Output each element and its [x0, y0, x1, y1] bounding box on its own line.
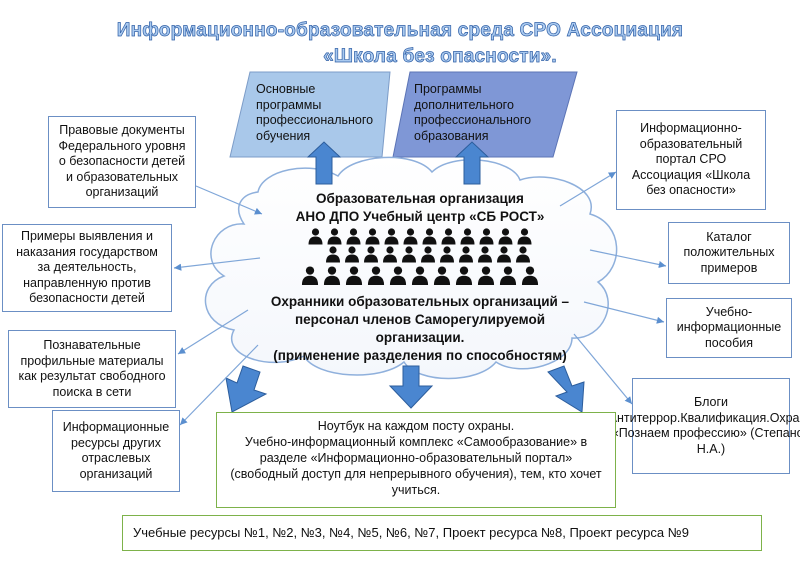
other-resources-label: Информационные ресурсы других отраслевых…	[62, 420, 170, 481]
person-icon	[308, 228, 323, 245]
notebook-box: Ноутбук на каждом посту охраны. Учебно-и…	[216, 412, 616, 508]
additional-programs-label: Программы дополнительного профессиональн…	[414, 82, 532, 143]
person-icon	[498, 228, 513, 245]
blogs-label: Блоги «Антитеррор.Квалификация.Охрана» «…	[601, 395, 800, 456]
other-resources-box: Информационные ресурсы других отраслевых…	[52, 410, 180, 492]
person-icon	[478, 246, 492, 263]
guards-line-1: Охранники образовательных организаций –	[270, 294, 570, 309]
person-icon	[403, 228, 418, 245]
people-icons	[301, 228, 539, 285]
learning-resources-bar: Учебные ресурсы №1, №2, №3, №4, №5, №6, …	[122, 515, 762, 551]
person-icon	[477, 266, 495, 285]
state-examples-label: Примеры выявления и наказания государств…	[16, 229, 158, 306]
legal-documents-box: Правовые документы Федерального уровня о…	[48, 116, 196, 208]
person-icon	[499, 266, 517, 285]
basic-programs-label: Основные программы профессионального обу…	[256, 82, 374, 143]
portal-box: Информационно-образовательный портал СРО…	[616, 110, 766, 210]
portal-label: Информационно-образовательный портал СРО…	[631, 121, 751, 198]
people-group	[250, 228, 590, 290]
notebook-title: Ноутбук на каждом посту охраны.	[317, 419, 515, 433]
person-icon	[346, 228, 361, 245]
guards-line-3: организации.	[375, 330, 465, 345]
person-icon	[455, 266, 473, 285]
person-icon	[367, 266, 385, 285]
profile-materials-box: Познавательные профильные материалы как …	[8, 330, 176, 408]
person-icon	[459, 246, 473, 263]
legal-documents-label: Правовые документы Федерального уровня о…	[58, 123, 186, 200]
person-icon	[301, 266, 319, 285]
additional-programs-shape	[392, 71, 578, 158]
guards-line-2: персонал членов Саморегулируемой	[295, 312, 545, 327]
person-icon	[421, 246, 435, 263]
person-icon	[521, 266, 539, 285]
person-icon	[323, 266, 341, 285]
person-icon	[441, 228, 456, 245]
profile-materials-label: Познавательные профильные материалы как …	[18, 338, 166, 399]
person-icon	[384, 228, 399, 245]
person-icon	[389, 266, 407, 285]
learning-resources-label: Учебные ресурсы №1, №2, №3, №4, №5, №6, …	[133, 525, 689, 540]
arrow-down-icon	[547, 365, 585, 413]
person-icon	[383, 246, 397, 263]
org-name-line-2: АНО ДПО Учебный центр «СБ РОСТ»	[295, 209, 545, 224]
manuals-label: Учебно-информационные пособия	[676, 304, 782, 350]
person-icon	[327, 228, 342, 245]
state-examples-box: Примеры выявления и наказания государств…	[2, 224, 172, 312]
blogs-box: Блоги «Антитеррор.Квалификация.Охрана» «…	[602, 378, 800, 474]
person-icon	[517, 228, 532, 245]
person-icon	[516, 246, 530, 263]
person-icon	[411, 266, 429, 285]
person-icon	[365, 228, 380, 245]
person-icon	[497, 246, 511, 263]
person-icon	[345, 246, 359, 263]
notebook-description: Учебно-информационный комплекс «Самообра…	[230, 435, 602, 497]
person-icon	[326, 246, 340, 263]
person-icon	[460, 228, 475, 245]
catalog-label: Каталог положительных примеров	[683, 229, 775, 275]
arrow-up-icon	[306, 141, 342, 185]
person-icon	[422, 228, 437, 245]
arrow-down-icon	[388, 365, 434, 409]
person-icon	[364, 246, 378, 263]
title-line-1: Информационно-образовательная среда СРО …	[116, 20, 684, 42]
person-icon	[345, 266, 363, 285]
person-icon	[433, 266, 451, 285]
title-line-2: «Школа без опасности».	[323, 46, 557, 68]
person-icon	[402, 246, 416, 263]
org-name-line-1: Образовательная организация	[316, 191, 524, 206]
person-icon	[479, 228, 494, 245]
arrow-up-icon	[454, 141, 490, 185]
arrow-down-icon	[225, 365, 268, 413]
cloud-shape	[204, 156, 618, 380]
person-icon	[440, 246, 454, 263]
manuals-box: Учебно-информационные пособия	[666, 298, 792, 358]
guards-line-4: (применение разделения по способностям)	[273, 348, 567, 363]
catalog-box: Каталог положительных примеров	[668, 222, 790, 284]
